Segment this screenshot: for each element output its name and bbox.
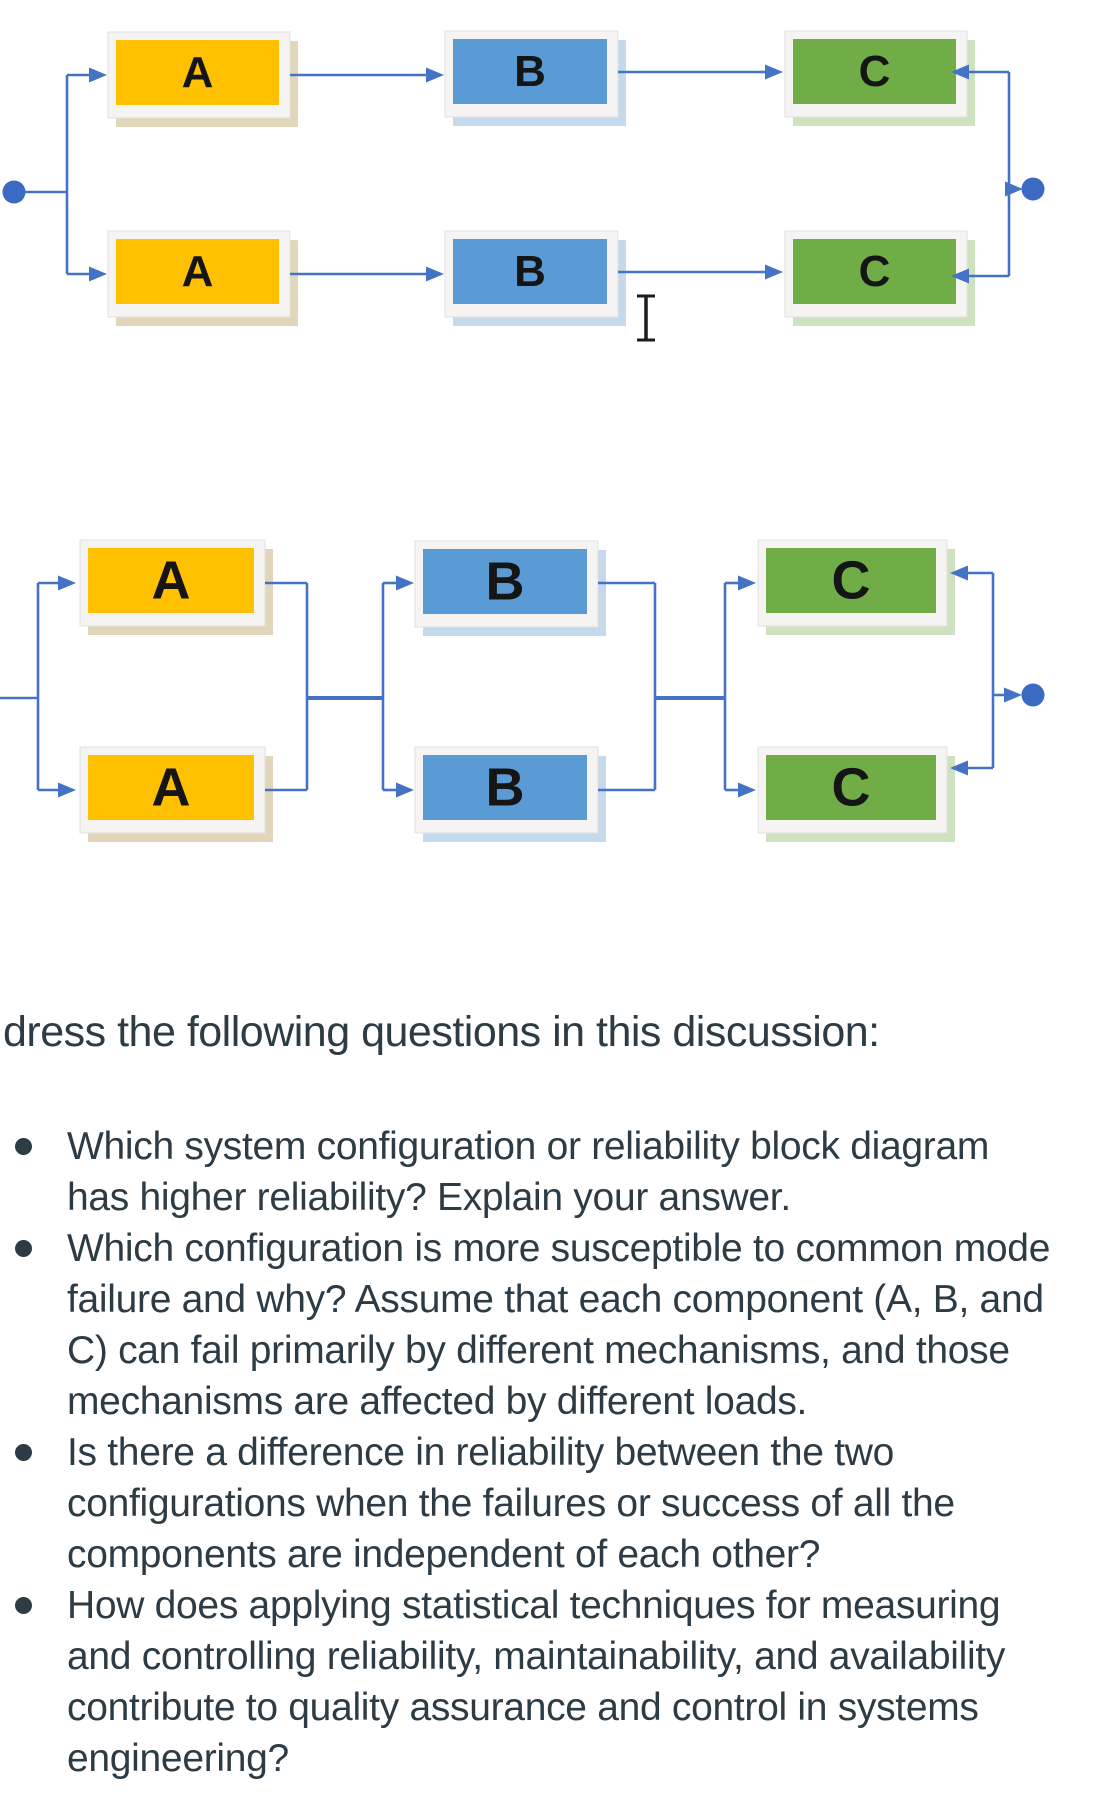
block-label-A: A <box>182 247 214 296</box>
terminal-node <box>1021 177 1045 201</box>
arrowhead-icon <box>738 782 756 798</box>
reliability-block-diagram-figure: A B C A B C A A B B C C <box>0 30 1045 842</box>
discussion-questions-list: Which system configuration or reliabilit… <box>0 1121 1110 1784</box>
block-C <box>766 755 936 820</box>
block-A <box>88 755 254 820</box>
block-B <box>453 239 607 304</box>
question-line: has higher reliability? Explain your ans… <box>67 1176 791 1219</box>
arrowhead-icon <box>738 575 756 591</box>
discussion-heading: dress the following questions in this di… <box>3 1008 880 1056</box>
arrowhead-icon <box>1004 687 1022 703</box>
arrowhead-icon <box>58 782 76 798</box>
question-line: failure and why? Assume that each compon… <box>67 1278 1044 1321</box>
block-label-B: B <box>486 758 525 818</box>
bullet-dot-icon <box>15 1240 32 1257</box>
block-label-B: B <box>514 47 546 96</box>
block-label-C: C <box>859 247 891 296</box>
block-label-B: B <box>486 552 525 612</box>
arrowhead-icon <box>1005 181 1023 197</box>
block-A <box>116 239 279 304</box>
question-line: How does applying statistical techniques… <box>67 1584 1001 1627</box>
question-bullet-item: Which system configuration or reliabilit… <box>0 1121 1110 1223</box>
block-C <box>793 239 956 304</box>
question-line: contribute to quality assurance and cont… <box>67 1686 979 1729</box>
arrowhead-icon <box>58 575 76 591</box>
block-label-A: A <box>182 48 214 97</box>
question-line: C) can fail primarily by different mecha… <box>67 1329 1010 1372</box>
bullet-dot-icon <box>15 1444 32 1461</box>
question-line: and controlling reliability, maintainabi… <box>67 1635 1006 1678</box>
question-line: Which configuration is more susceptible … <box>67 1227 1051 1270</box>
arrowhead-icon <box>765 264 783 280</box>
arrowhead-icon <box>950 760 968 776</box>
terminal-node <box>1021 683 1045 707</box>
terminal-node <box>2 180 26 204</box>
block-label-C: C <box>832 758 871 818</box>
arrowhead-icon <box>951 268 969 284</box>
question-bullet-item: How does applying statistical techniques… <box>0 1580 1110 1784</box>
question-bullet-item: Is there a difference in reliability bet… <box>0 1427 1110 1580</box>
block-A <box>88 548 254 613</box>
question-line: engineering? <box>67 1737 289 1780</box>
arrowhead-icon <box>950 565 968 581</box>
block-label-C: C <box>859 47 891 96</box>
block-B <box>423 549 587 614</box>
arrowhead-icon <box>426 266 444 282</box>
question-bullet-item: Which configuration is more susceptible … <box>0 1223 1110 1427</box>
block-B <box>453 39 607 104</box>
arrowhead-icon <box>951 64 969 80</box>
question-line: Is there a difference in reliability bet… <box>67 1431 894 1474</box>
block-label-C: C <box>832 551 871 611</box>
block-C <box>766 548 936 613</box>
block-label-A: A <box>152 551 191 611</box>
block-C <box>793 39 956 104</box>
arrowhead-icon <box>396 575 414 591</box>
arrowhead-icon <box>426 67 444 83</box>
block-label-A: A <box>152 758 191 818</box>
question-line: configurations when the failures or succ… <box>67 1482 955 1525</box>
block-label-B: B <box>514 247 546 296</box>
arrowhead-icon <box>89 266 107 282</box>
question-line: components are independent of each other… <box>67 1533 821 1576</box>
arrowhead-icon <box>396 782 414 798</box>
question-line: mechanisms are affected by different loa… <box>67 1380 808 1423</box>
bullet-dot-icon <box>15 1138 32 1155</box>
block-B <box>423 755 587 820</box>
bullet-dot-icon <box>15 1597 32 1614</box>
arrowhead-icon <box>89 67 107 83</box>
question-line: Which system configuration or reliabilit… <box>67 1125 990 1168</box>
arrowhead-icon <box>765 64 783 80</box>
block-A <box>116 40 279 105</box>
